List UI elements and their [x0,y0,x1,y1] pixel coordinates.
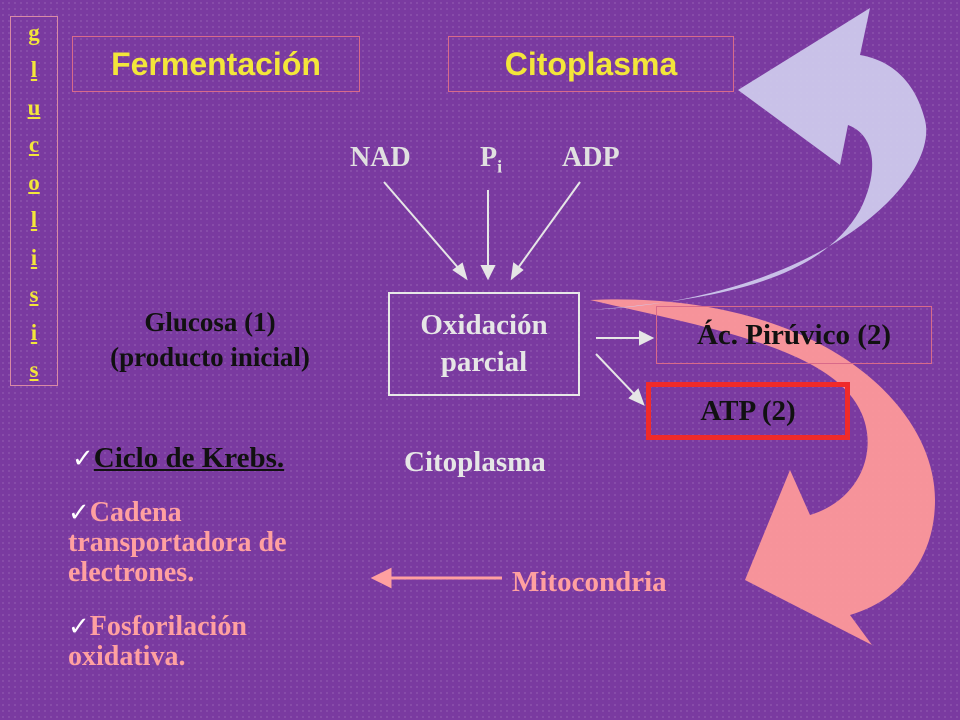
check-icon: ✓ [68,612,90,642]
adp-arrow [517,181,581,269]
pi-label: Pi [480,142,502,178]
upper-curved-arrow [588,8,927,310]
electron-chain-item: ✓Cadena transportadora de electrones. [68,498,368,588]
krebs-item: ✓Ciclo de Krebs. [72,442,284,475]
mitochondria-label: Mitocondria [512,566,667,598]
nad-arrow [383,181,461,271]
vertical-letter: u [27,94,41,120]
check-icon: ✓ [68,498,90,528]
vertical-letter: g [28,20,40,45]
glucose-label: Glucosa (1) (producto inicial) [60,305,360,375]
chain-text: Cadena transportadora de electrones. [68,497,287,588]
atp-box: ATP (2) [646,382,850,440]
check-icon: ✓ [72,444,94,474]
glucolisis-vertical-word: g l u c o l i s i s [10,16,58,386]
vertical-letter: l [30,57,38,83]
pi-main: P [480,142,498,173]
vertical-letter: s [29,356,39,382]
glucose-line1: Glucosa (1) [144,307,276,337]
krebs-text: Ciclo de Krebs. [93,442,285,474]
vertical-letter: l [30,207,38,233]
title-fermentation: Fermentación [72,36,360,92]
partial-oxidation-box: Oxidación parcial [388,292,580,396]
process-line2: parcial [440,346,528,378]
atp-arrow [595,353,637,397]
oxphos-item: ✓Fosforilación oxidativa. [68,612,368,672]
nad-label: NAD [350,142,411,173]
adp-label: ADP [562,142,620,173]
title-cytoplasm: Citoplasma [448,36,734,92]
vertical-letter: c [28,132,40,158]
oxphos-text: Fosforilación oxidativa. [68,611,247,672]
glucose-line2: (producto inicial) [110,342,310,372]
vertical-letter: i [30,319,38,345]
vertical-letter: i [30,244,38,270]
vertical-letter: o [28,169,40,195]
vertical-letter: s [29,282,39,308]
pi-subscript: i [497,156,503,177]
process-line1: Oxidación [420,309,548,341]
cytoplasm-location: Citoplasma [404,446,546,478]
pyruvic-acid-box: Ác. Pirúvico (2) [656,306,932,364]
